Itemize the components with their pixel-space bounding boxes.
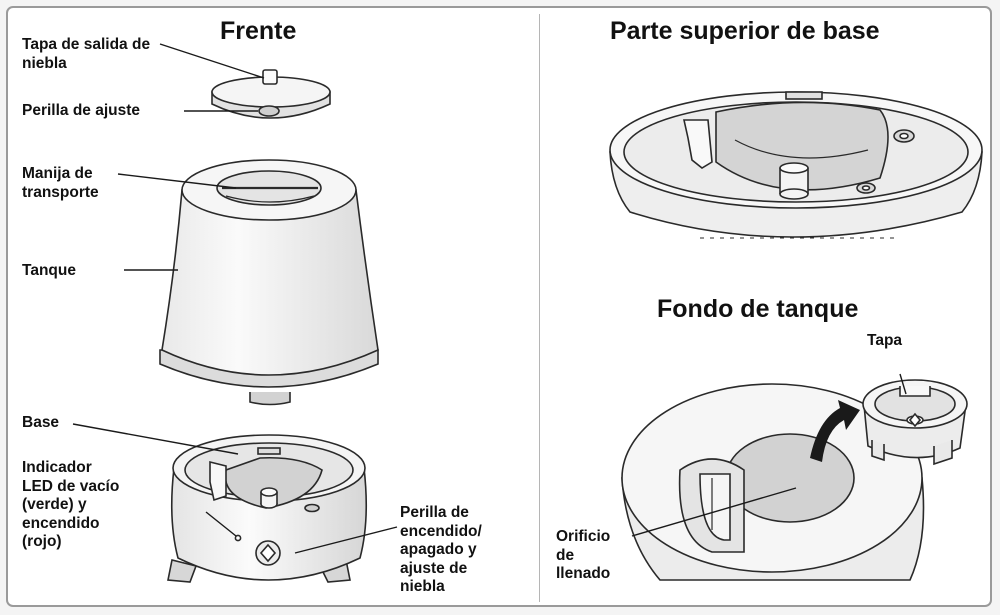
label-power-knob: Perilla de encendido/ apagado y ajuste d…	[400, 504, 482, 595]
label-adjust-knob: Perilla de ajuste	[22, 102, 141, 119]
label-led-indicator: Indicador LED de vacío (verde) y encendi…	[22, 459, 120, 550]
mist-outlet-cap	[211, 69, 331, 119]
tank-bottom-illustration	[621, 383, 925, 581]
label-mist-cap: Tapa de salida de niebla	[22, 36, 151, 72]
leader-lines	[72, 43, 907, 554]
leader-fill-hole	[631, 487, 797, 537]
open-arrow	[810, 400, 860, 462]
leader-power-knob	[294, 526, 398, 554]
label-tank: Tanque	[22, 262, 76, 279]
label-fill-hole: Orificio de llenado	[556, 528, 611, 582]
panel-divider	[539, 14, 540, 602]
tank-cap-illustration	[862, 379, 968, 466]
label-carry-handle: Manija de transporte	[22, 165, 99, 201]
title-front: Frente	[220, 17, 297, 45]
leader-led	[205, 511, 237, 537]
label-cap: Tapa	[867, 332, 903, 349]
title-tank-bottom: Fondo de tanque	[657, 295, 859, 323]
leader-mist-cap	[159, 43, 265, 79]
title-base-top: Parte superior de base	[610, 17, 880, 45]
base-top-illustration	[609, 91, 983, 239]
leader-carry-handle	[117, 173, 237, 189]
leader-cap	[899, 373, 907, 395]
label-base: Base	[22, 414, 60, 431]
tank-illustration	[159, 159, 379, 406]
leader-base	[72, 423, 239, 455]
base-illustration	[167, 434, 368, 583]
